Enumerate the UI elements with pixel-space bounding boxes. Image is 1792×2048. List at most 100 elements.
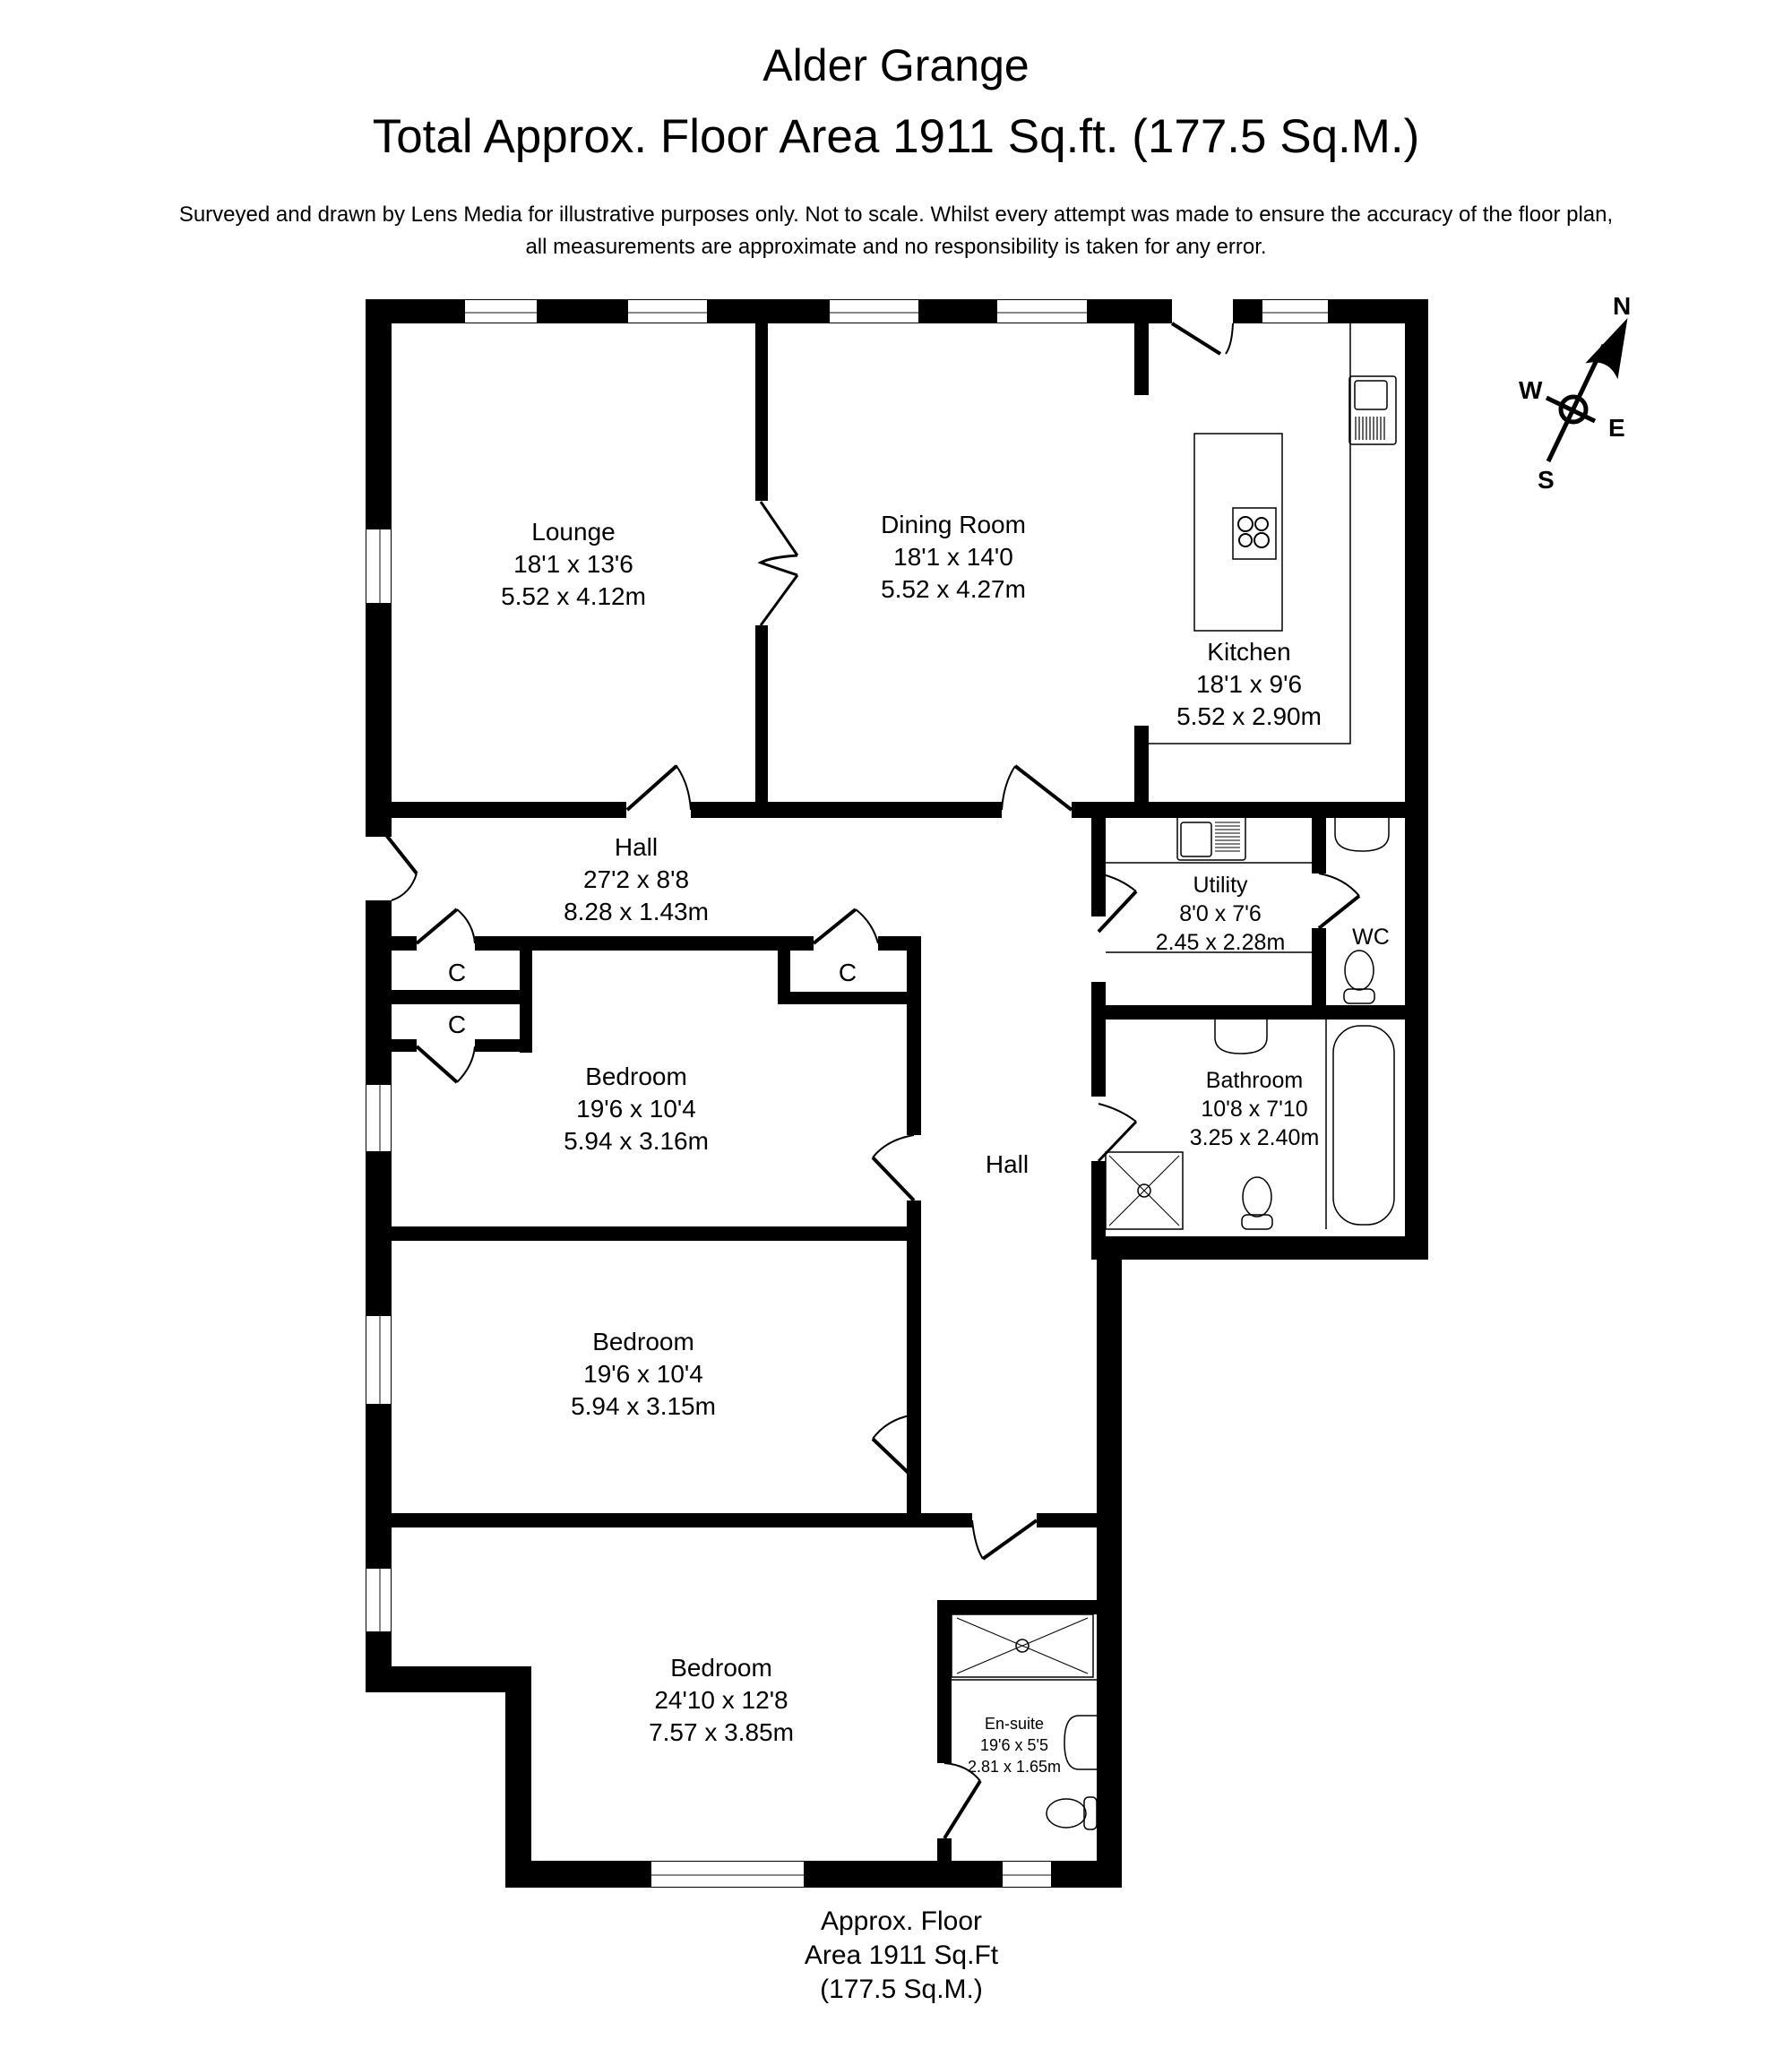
room-size-imperial: 18'1 x 14'0 xyxy=(893,543,1013,571)
property-name: Alder Grange xyxy=(762,40,1030,90)
wall xyxy=(691,802,1002,818)
room-size-metric: 5.94 x 3.15m xyxy=(571,1392,716,1420)
room-hall-upper: Hall 27'2 x 8'8 8.28 x 1.43m xyxy=(564,831,709,928)
room-wc: WC xyxy=(1352,921,1390,953)
wall xyxy=(1134,323,1149,395)
wall xyxy=(520,936,532,1053)
cupboard-label: C xyxy=(447,959,467,986)
room-size-imperial: 8'0 x 7'6 xyxy=(1179,901,1262,926)
compass-north-label: N xyxy=(1613,292,1632,320)
room-size-metric: 2.81 x 1.65m xyxy=(967,1758,1062,1776)
compass-east-label: E xyxy=(1608,414,1625,442)
room-bedroom-2: Bedroom 19'6 x 10'4 5.94 x 3.15m xyxy=(571,1326,716,1423)
window xyxy=(829,299,919,323)
cupboard-label: C xyxy=(447,1011,467,1038)
window xyxy=(366,1568,392,1632)
total-floor-area: Total Approx. Floor Area 1911 Sq.ft. (17… xyxy=(372,110,1420,163)
room-name: Lounge xyxy=(531,518,616,546)
wall xyxy=(1037,1513,1099,1527)
room-size-metric: 5.52 x 4.12m xyxy=(501,582,646,610)
room-size-metric: 5.94 x 3.16m xyxy=(564,1127,709,1155)
room-name: Bedroom xyxy=(585,1063,687,1090)
wall-left-outer xyxy=(366,900,392,1666)
window xyxy=(366,1084,392,1152)
wall xyxy=(366,1666,529,1692)
window xyxy=(996,299,1088,323)
window xyxy=(1262,299,1329,323)
compass-west-label: W xyxy=(1519,376,1543,404)
wall xyxy=(392,802,626,818)
wall xyxy=(755,323,768,501)
wall xyxy=(1091,816,1106,916)
wall xyxy=(1091,1005,1428,1020)
room-name: Bathroom xyxy=(1205,1068,1304,1093)
footer-line-3: (177.5 Sq.M.) xyxy=(820,1975,983,2004)
wall xyxy=(937,1838,952,1874)
room-bathroom: Bathroom 10'8 x 7'10 3.25 x 2.40m xyxy=(1190,1066,1320,1152)
room-size-imperial: 24'10 x 12'8 xyxy=(654,1686,788,1714)
room-size-metric: 8.28 x 1.43m xyxy=(564,898,709,925)
wall xyxy=(1091,1161,1106,1260)
room-size-metric: 5.52 x 2.90m xyxy=(1176,702,1322,730)
room-dining: Dining Room 18'1 x 14'0 5.52 x 4.27m xyxy=(881,509,1026,606)
room-size-metric: 2.45 x 2.28m xyxy=(1155,930,1286,955)
room-name: Hall xyxy=(985,1150,1030,1178)
compass-icon xyxy=(1545,317,1628,463)
floor-area-summary: Approx. Floor Area 1911 Sq.Ft (177.5 Sq.… xyxy=(805,1905,998,2007)
room-size-imperial: 18'1 x 9'6 xyxy=(1195,670,1303,698)
room-size-imperial: 19'6 x 10'4 xyxy=(576,1095,696,1123)
room-size-imperial: 27'2 x 8'8 xyxy=(582,865,690,893)
room-name: WC xyxy=(1352,925,1390,950)
wall xyxy=(937,1600,952,1763)
wall-right-outer xyxy=(1405,299,1428,1260)
wall xyxy=(475,936,814,951)
room-name: Bedroom xyxy=(592,1328,694,1355)
wall xyxy=(937,1600,1107,1614)
window xyxy=(366,1315,392,1405)
room-name: Hall xyxy=(614,833,659,861)
wall xyxy=(878,936,914,951)
wall xyxy=(392,990,526,1004)
wall xyxy=(1134,726,1149,806)
room-name: Kitchen xyxy=(1207,638,1291,666)
room-size-metric: 7.57 x 3.85m xyxy=(649,1718,794,1746)
footer-line-1: Approx. Floor xyxy=(820,1906,983,1936)
wall xyxy=(505,1666,531,1888)
wall xyxy=(392,1513,972,1527)
room-hall-lower: Hall xyxy=(986,1149,1029,1181)
wall xyxy=(1097,1236,1428,1260)
room-bedroom-3: Bedroom 24'10 x 12'8 7.57 x 3.85m xyxy=(649,1652,794,1749)
disclaimer-line-1: Surveyed and drawn by Lens Media for ill… xyxy=(178,202,1614,227)
wall xyxy=(1312,928,1326,1016)
wall xyxy=(778,936,790,1004)
wall xyxy=(755,625,768,805)
window xyxy=(627,299,708,323)
window xyxy=(1002,1861,1052,1888)
room-size-imperial: 10'8 x 7'10 xyxy=(1201,1097,1308,1122)
window xyxy=(650,1861,805,1888)
room-lounge: Lounge 18'1 x 13'6 5.52 x 4.12m xyxy=(501,516,646,613)
room-size-metric: 5.52 x 4.27m xyxy=(881,575,1026,603)
room-name: Utility xyxy=(1193,873,1248,898)
wall xyxy=(1312,816,1326,873)
wall xyxy=(392,936,417,951)
room-ensuite: En-suite 19'6 x 5'5 2.81 x 1.65m xyxy=(968,1713,1061,1777)
room-name: En-suite xyxy=(984,1715,1045,1733)
cupboard-label: C xyxy=(838,959,857,986)
wall xyxy=(475,1039,532,1052)
window xyxy=(464,299,538,323)
wall xyxy=(907,936,921,1135)
footer-line-2: Area 1911 Sq.Ft xyxy=(804,1940,999,1970)
room-bedroom-1: Bedroom 19'6 x 10'4 5.94 x 3.16m xyxy=(564,1061,709,1157)
room-name: Bedroom xyxy=(670,1654,772,1682)
wall xyxy=(392,1226,909,1241)
disclaimer: Surveyed and drawn by Lens Media for ill… xyxy=(0,199,1792,263)
wall xyxy=(392,1039,417,1052)
room-size-imperial: 19'6 x 5'5 xyxy=(980,1736,1048,1754)
wall xyxy=(907,1415,921,1522)
room-size-imperial: 18'1 x 13'6 xyxy=(513,550,633,578)
compass-south-label: S xyxy=(1538,466,1555,494)
room-utility: Utility 8'0 x 7'6 2.45 x 2.28m xyxy=(1156,871,1286,957)
disclaimer-line-2: all measurements are approximate and no … xyxy=(525,235,1267,259)
